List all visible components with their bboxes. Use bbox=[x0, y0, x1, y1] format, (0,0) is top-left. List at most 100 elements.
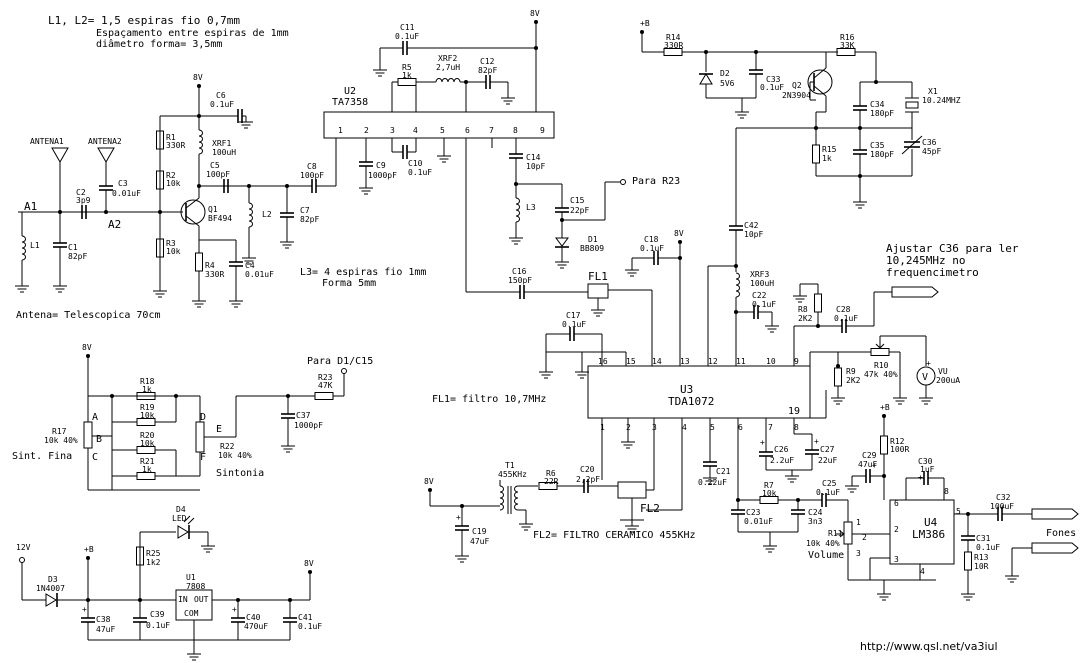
svg-text:180pF: 180pF bbox=[870, 109, 894, 118]
choke-xrf1 bbox=[198, 129, 203, 155]
svg-text:7808: 7808 bbox=[186, 582, 205, 591]
svg-text:100uH: 100uH bbox=[212, 148, 236, 157]
label-sintonia: Sintonia bbox=[216, 468, 264, 479]
svg-text:COM: COM bbox=[184, 609, 199, 618]
svg-text:C2: C2 bbox=[76, 188, 86, 197]
l2-label: L2 bbox=[262, 210, 272, 219]
svg-text:C10: C10 bbox=[408, 159, 423, 168]
svg-text:IN: IN bbox=[178, 595, 188, 604]
capacitor-c42 bbox=[728, 225, 744, 231]
svg-text:C11: C11 bbox=[400, 23, 415, 32]
capacitor-c19 bbox=[454, 525, 470, 531]
svg-text:8: 8 bbox=[513, 126, 518, 135]
capacitor-c10 bbox=[402, 144, 408, 160]
svg-text:+: + bbox=[918, 473, 923, 482]
svg-text:C26: C26 bbox=[774, 445, 789, 454]
svg-text:R16: R16 bbox=[840, 33, 855, 42]
capacitor-c8 bbox=[311, 178, 317, 194]
l3-label: L3 bbox=[526, 203, 536, 212]
capacitor-c17 bbox=[569, 326, 575, 342]
svg-text:R5: R5 bbox=[402, 63, 412, 72]
fine-tune-pot-r17[interactable] bbox=[83, 421, 93, 449]
svg-text:F: F bbox=[200, 452, 206, 463]
svg-text:R18: R18 bbox=[140, 377, 155, 386]
svg-text:10: 10 bbox=[766, 357, 776, 366]
crystal-x1: X1 10.24MHZ bbox=[905, 87, 961, 113]
svg-text:U4: U4 bbox=[924, 516, 938, 529]
svg-text:0.01uF: 0.01uF bbox=[245, 270, 274, 279]
svg-text:2K2: 2K2 bbox=[798, 314, 813, 323]
svg-text:0.1uF: 0.1uF bbox=[752, 300, 776, 309]
svg-text:10pF: 10pF bbox=[526, 162, 545, 171]
svg-text:1uF: 1uF bbox=[920, 465, 935, 474]
psu-rail-12v: 12V bbox=[16, 543, 31, 552]
capacitor-c3 bbox=[98, 185, 114, 191]
svg-text:47uF: 47uF bbox=[470, 537, 489, 546]
capacitor-c7 bbox=[279, 212, 295, 218]
svg-text:10pF: 10pF bbox=[744, 230, 763, 239]
svg-text:C29: C29 bbox=[862, 451, 877, 460]
ic-u4: U4 LM386 2 3 4 5 6 8 bbox=[889, 487, 961, 576]
resistor-r12 bbox=[880, 435, 888, 455]
svg-text:100pF: 100pF bbox=[206, 170, 230, 179]
svg-text:1000pF: 1000pF bbox=[294, 421, 323, 430]
svg-text:330R: 330R bbox=[205, 270, 224, 279]
capacitor-c39 bbox=[132, 617, 148, 623]
capacitor-c34 bbox=[852, 105, 868, 111]
svg-text:C32: C32 bbox=[996, 493, 1011, 502]
svg-text:+: + bbox=[814, 437, 819, 446]
regulator-u1: U1 7808 IN OUT COM bbox=[175, 573, 213, 621]
t1-rail-8v: 8V bbox=[424, 477, 434, 486]
svg-text:T1: T1 bbox=[505, 461, 515, 470]
note-adjust-line3: frequencimetro bbox=[886, 266, 979, 279]
antenna-2: ANTENA2 bbox=[88, 137, 122, 182]
u4-rail-b: +B bbox=[880, 403, 890, 412]
svg-text:0.1uF: 0.1uF bbox=[640, 244, 664, 253]
svg-text:47uF: 47uF bbox=[96, 625, 115, 634]
svg-text:150pF: 150pF bbox=[508, 276, 532, 285]
label-sint-fina: Sint. Fina bbox=[12, 451, 72, 462]
resistor-r13 bbox=[964, 551, 972, 571]
svg-text:C7: C7 bbox=[300, 206, 310, 215]
svg-text:82pF: 82pF bbox=[68, 252, 87, 261]
svg-text:C23: C23 bbox=[746, 508, 761, 517]
capacitor-c15 bbox=[554, 207, 570, 213]
svg-text:C37: C37 bbox=[296, 411, 311, 420]
svg-text:+: + bbox=[82, 605, 87, 614]
svg-text:100uF: 100uF bbox=[990, 502, 1014, 511]
svg-text:5: 5 bbox=[710, 423, 715, 432]
capacitor-c33 bbox=[748, 69, 764, 75]
svg-text:10k: 10k bbox=[166, 179, 181, 188]
svg-text:2K2: 2K2 bbox=[846, 376, 861, 385]
svg-text:D4: D4 bbox=[176, 505, 186, 514]
psu-rail-b: +B bbox=[84, 545, 94, 554]
svg-text:LM386: LM386 bbox=[912, 528, 945, 541]
svg-text:D: D bbox=[200, 412, 206, 423]
note-adjust-line2: 10,245MHz no bbox=[886, 254, 965, 267]
ic-u3: U3 TDA1072 16 15 14 13 12 11 10 9 1 2 3 … bbox=[587, 357, 811, 432]
svg-text:BB809: BB809 bbox=[580, 244, 604, 253]
svg-text:R3: R3 bbox=[166, 239, 176, 248]
tuning-pot-r22[interactable] bbox=[195, 421, 205, 453]
svg-text:FL2: FL2 bbox=[640, 502, 660, 515]
svg-text:R6: R6 bbox=[546, 469, 556, 478]
svg-text:C12: C12 bbox=[480, 57, 495, 66]
potentiometer-r10[interactable] bbox=[870, 348, 890, 356]
osc-rail-b: +B bbox=[640, 19, 650, 28]
svg-text:10R: 10R bbox=[974, 562, 989, 571]
svg-text:C33: C33 bbox=[766, 75, 781, 84]
svg-text:0.1uF: 0.1uF bbox=[146, 621, 170, 630]
svg-text:C9: C9 bbox=[376, 161, 386, 170]
svg-text:R17: R17 bbox=[52, 427, 67, 436]
svg-text:2: 2 bbox=[894, 525, 899, 534]
svg-text:U2: U2 bbox=[344, 86, 356, 97]
svg-text:A: A bbox=[92, 412, 98, 423]
svg-text:R7: R7 bbox=[764, 481, 774, 490]
svg-text:X1: X1 bbox=[928, 87, 938, 96]
svg-text:82pF: 82pF bbox=[478, 66, 497, 75]
svg-text:C3: C3 bbox=[118, 179, 128, 188]
antenna-1: ANTENA1 bbox=[30, 137, 69, 212]
svg-text:0.1uF: 0.1uF bbox=[562, 320, 586, 329]
svg-text:TA7358: TA7358 bbox=[332, 97, 368, 108]
svg-text:1k: 1k bbox=[822, 154, 832, 163]
